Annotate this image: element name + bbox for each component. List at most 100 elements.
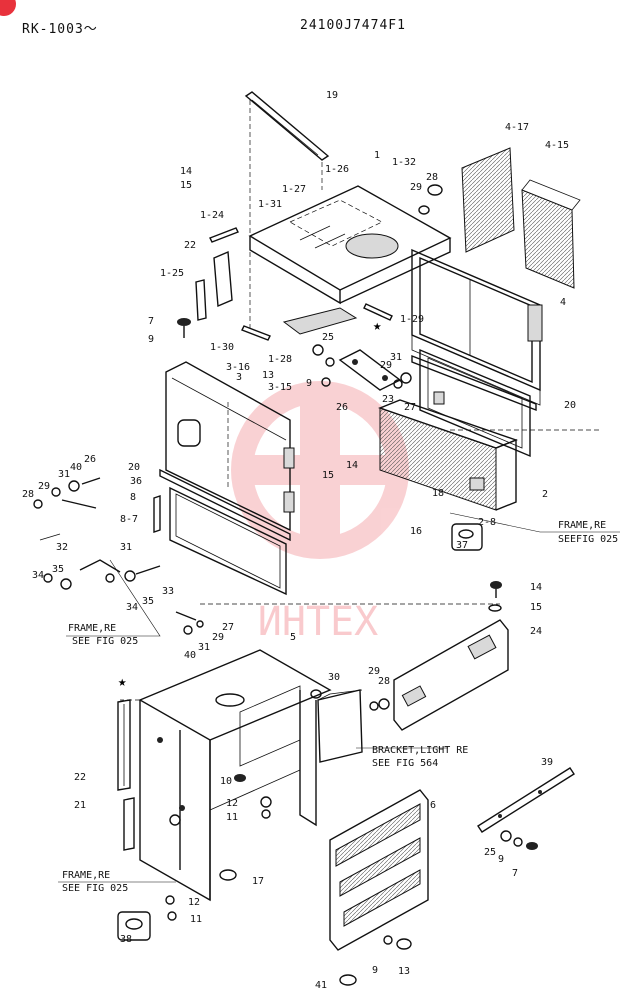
frame-ref-2-title: FRAME,RE [68, 623, 116, 634]
frame-ref-3-title: FRAME,RE [62, 870, 110, 881]
callout-3-16: 3-16 [226, 362, 250, 373]
callout-3: 3 [236, 372, 242, 383]
callout-31: 31 [198, 642, 210, 653]
strip-22-lower [117, 699, 131, 791]
callout-15: 15 [322, 470, 334, 481]
small-hardware-mid [312, 344, 412, 389]
callout-12: 12 [188, 897, 200, 908]
callout-30: 30 [328, 672, 340, 683]
star-mark-upper: ★ [373, 318, 382, 334]
callout-29: 29 [368, 666, 380, 677]
callout-1-27: 1-27 [282, 184, 306, 195]
callout-8: 8 [130, 492, 136, 503]
callout-25: 25 [322, 332, 334, 343]
channel-24 [393, 619, 509, 731]
hardware-left-lower [43, 559, 204, 635]
rod-1-29 [363, 303, 393, 321]
callout-20: 20 [564, 400, 576, 411]
callout-36: 36 [130, 476, 142, 487]
callout-15: 15 [180, 180, 192, 191]
callout-13: 13 [398, 966, 410, 977]
callout-17: 17 [252, 876, 264, 887]
callout-13: 13 [262, 370, 274, 381]
frame-ref-3-see: SEE FIG 025 [62, 883, 128, 894]
callout-35: 35 [52, 564, 64, 575]
callout-5: 5 [290, 632, 296, 643]
callout-3-15: 3-15 [268, 382, 292, 393]
callout-41: 41 [315, 980, 327, 991]
bolt-13-lower [383, 935, 412, 950]
callout-26: 26 [336, 402, 348, 413]
pad-1-28 [282, 307, 358, 335]
rod-1-24 [209, 227, 239, 243]
callout-10: 10 [220, 776, 232, 787]
callout-40: 40 [70, 462, 82, 473]
callout-1-25: 1-25 [160, 268, 184, 279]
callout-34: 34 [126, 602, 138, 613]
callout-4-17: 4-17 [505, 122, 529, 133]
door-frame-8 [169, 486, 287, 596]
callout-1-24: 1-24 [200, 210, 224, 221]
callout-1-28: 1-28 [268, 354, 292, 365]
callout-23: 23 [382, 394, 394, 405]
seal-20-left [159, 468, 291, 542]
side-door-3 [165, 361, 295, 532]
callout-12: 12 [226, 798, 238, 809]
watermark-logo [231, 381, 409, 559]
bar-19 [244, 91, 330, 161]
callout-22: 22 [184, 240, 196, 251]
corner-marker [0, 0, 16, 16]
nut-28-upper [427, 184, 443, 196]
bracket-ref-title: BRACKET,LIGHT RE [372, 745, 468, 756]
watermark-text: ИНТЕХ [258, 599, 378, 645]
callout-26: 26 [84, 454, 96, 465]
strip-21 [123, 797, 135, 851]
rod-1-30 [241, 325, 271, 341]
callout-7: 7 [148, 316, 154, 327]
callout-38: 38 [120, 934, 132, 945]
callout-1: 1 [374, 150, 380, 161]
frame-ref-1-title: FRAME,RE [558, 520, 606, 531]
callout-7: 7 [512, 868, 518, 879]
base-frame-5 [138, 649, 332, 902]
panel-4-15 [521, 179, 581, 289]
hardware-25-9-7 [500, 830, 538, 850]
part-number-label: 24100J7474F1 [300, 18, 406, 33]
frame-ref-2-see: SEE FIG 025 [72, 636, 138, 647]
callout-20: 20 [128, 462, 140, 473]
callout-2: 2 [542, 489, 548, 500]
callout-28: 28 [22, 489, 34, 500]
callout-11: 11 [190, 914, 202, 925]
pad-38 [117, 911, 151, 941]
callout-4-15: 4-15 [545, 140, 569, 151]
callout-22: 22 [74, 772, 86, 783]
callout-27: 27 [404, 402, 416, 413]
callout-40: 40 [184, 650, 196, 661]
callout-31: 31 [120, 542, 132, 553]
callout-2-8: 2-8 [478, 517, 496, 528]
callout-29: 29 [410, 182, 422, 193]
bolt-10 [234, 774, 246, 782]
callout-29: 29 [212, 632, 224, 643]
callout-28: 28 [426, 172, 438, 183]
callout-1-30: 1-30 [210, 342, 234, 353]
star-mark-lower: ★ [118, 674, 127, 690]
clip-15-mid [488, 604, 502, 612]
bolt-14-mid [490, 581, 502, 598]
bracket-22-upper [213, 250, 233, 308]
top-cover-1 [248, 185, 452, 305]
panel-4-17 [461, 147, 515, 253]
callout-1-29: 1-29 [400, 314, 424, 325]
washer-37 [451, 523, 483, 551]
callout-1-32: 1-32 [392, 157, 416, 168]
washer-41 [339, 974, 357, 986]
seal-20-right [411, 354, 537, 412]
callout-18: 18 [432, 488, 444, 499]
callout-29: 29 [380, 360, 392, 371]
callout-33: 33 [162, 586, 174, 597]
side-door-2 [377, 399, 519, 511]
callout-1-26: 1-26 [325, 164, 349, 175]
strip-39 [477, 767, 575, 833]
light-bracket-box [317, 689, 363, 763]
callout-34: 34 [32, 570, 44, 581]
